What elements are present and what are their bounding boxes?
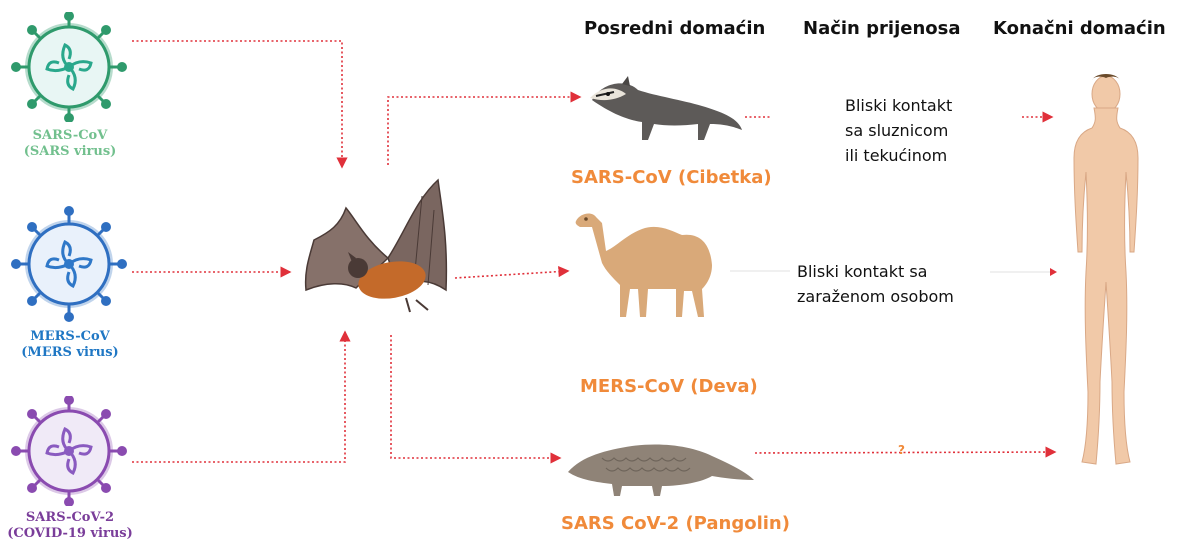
transmission-covid-unknown: ? bbox=[898, 443, 905, 457]
bat-icon bbox=[304, 178, 448, 313]
header-final-host: Konačni domaćin bbox=[993, 18, 1166, 39]
pangolin-icon bbox=[568, 444, 754, 496]
covid-virus-icon bbox=[11, 396, 127, 506]
arrow-covid-virus-to-bat bbox=[132, 330, 351, 463]
header-intermediate-host: Posredni domaćin bbox=[584, 18, 766, 39]
sars-virus-label: SARS-CoV(SARS virus) bbox=[23, 128, 117, 159]
mers-virus-icon bbox=[11, 206, 127, 322]
arrow-sars-virus-to-bat bbox=[132, 40, 348, 169]
arrow-bat-to-camel bbox=[454, 266, 570, 279]
human-icon bbox=[1073, 74, 1139, 465]
covid-virus-label: SARS-CoV-2(COVID-19 virus) bbox=[7, 510, 133, 541]
transmission-mers-text: Bliski kontakt sa zaraženom osobom bbox=[797, 262, 954, 306]
arrow-camel-to-human-head bbox=[1050, 268, 1057, 276]
camel-icon bbox=[575, 213, 712, 317]
camel-label: MERS-CoV (Deva) bbox=[580, 376, 758, 397]
pangolin-label: SARS CoV-2 (Pangolin) bbox=[561, 513, 790, 534]
arrow-bat-to-pangolin bbox=[390, 335, 562, 464]
mers-virus-label: MERS-CoV(MERS virus) bbox=[21, 329, 119, 360]
transmission-sars-text: Bliski kontakt sa sluznicom ili tekućino… bbox=[845, 96, 953, 165]
header-transmission-mode: Način prijenosa bbox=[803, 18, 961, 39]
arrow-bat-to-civet bbox=[387, 91, 582, 165]
civet-icon bbox=[590, 76, 742, 140]
arrow-pangolin-to-human bbox=[754, 446, 1057, 458]
sars-virus-icon bbox=[11, 12, 127, 122]
civet-label: SARS-CoV (Cibetka) bbox=[571, 167, 772, 188]
